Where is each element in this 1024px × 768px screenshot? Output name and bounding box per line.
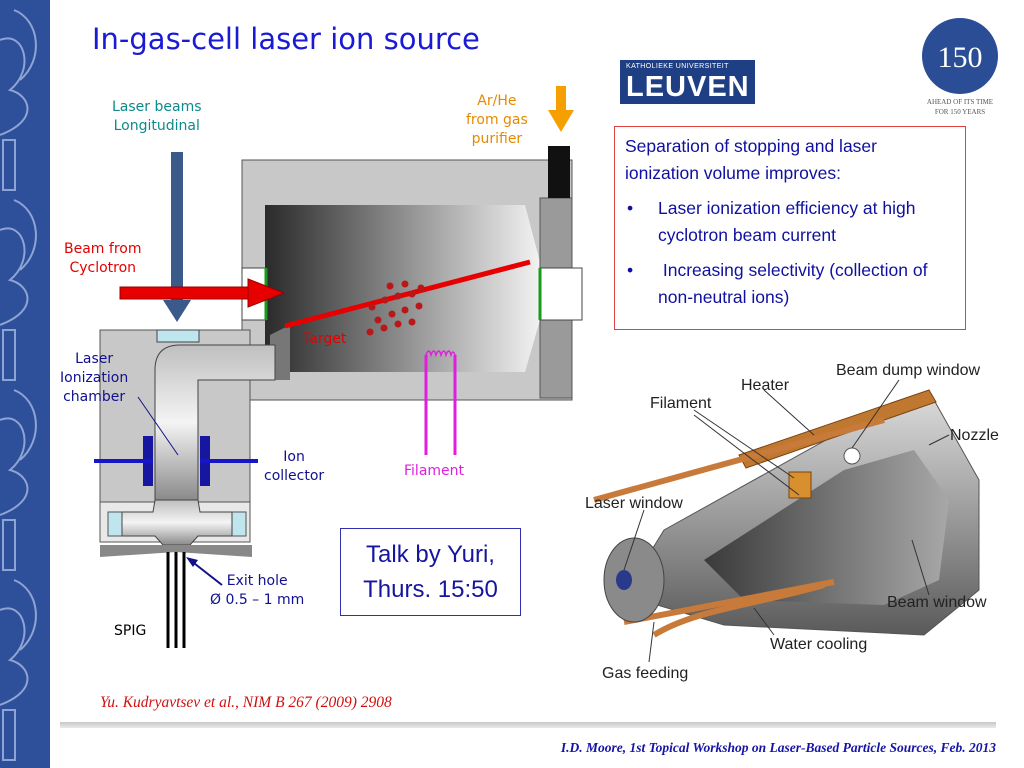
bullet-text: Laser ionization efficiency at high cycl…: [658, 198, 916, 245]
tagline-line-1: AHEAD OF ITS TIME: [926, 98, 994, 106]
photo-front-flange: [603, 537, 665, 623]
anniversary-150-logo: 150: [922, 18, 998, 94]
photo-filament-block: [788, 471, 812, 499]
gas-arrow-shaft: [556, 86, 566, 112]
laser-beams-line-2: Longitudinal: [113, 118, 200, 134]
decorative-sidebar: [0, 0, 50, 768]
beam-line-2: Cyclotron: [69, 260, 137, 276]
beam-dump-window-slot: [539, 267, 583, 321]
filament-coil: [425, 350, 456, 358]
anniversary-number: 150: [938, 41, 983, 74]
photo-label-beam-dump-window: Beam dump window: [836, 362, 981, 379]
beam-line-1: Beam from: [64, 241, 142, 257]
exit-hole-arrow: [189, 559, 223, 586]
slide-title: In-gas-cell laser ion source: [92, 22, 480, 56]
ku-leuven-logo: KATHOLIEKE UNIVERSITEIT LEUVEN: [620, 60, 755, 104]
laser-ionization-chamber-tube: [154, 344, 276, 501]
footer-text: I.D. Moore, 1st Topical Workshop on Lase…: [560, 740, 996, 755]
talk-announcement-box: Talk by Yuri, Thurs. 15:50: [340, 528, 521, 616]
gas-inlet-pipe: [548, 146, 570, 198]
photo-label-heater: Heater: [741, 377, 790, 394]
photo-label-nozzle: Nozzle: [950, 427, 999, 444]
photo-label-filament: Filament: [650, 395, 712, 412]
collector-line-2: collector: [264, 468, 325, 484]
beam-from-cyclotron-label: Beam from Cyclotron: [64, 240, 141, 278]
swirl-pattern-icon: [0, 9, 37, 761]
logo-org-small: KATHOLIEKE UNIVERSITEIT: [626, 63, 729, 70]
photo-label-water-cooling: Water cooling: [770, 636, 868, 653]
laser-beam-arrowhead: [163, 300, 191, 322]
separation-intro: Separation of stopping and laser ionizat…: [625, 136, 877, 183]
tagline-line-2: FOR 150 YEARS: [934, 108, 986, 116]
spig-label: SPIG: [114, 623, 147, 639]
separation-bullet-1: • Laser ionization efficiency at high cy…: [625, 195, 955, 249]
bullet-marker: •: [627, 198, 634, 218]
gas-line-3: purifier: [471, 131, 523, 147]
exit-hole-arrowhead: [186, 557, 198, 567]
collector-line-1: Ion: [283, 449, 305, 465]
photo-beam-dump-window: [843, 447, 861, 465]
ion-cloud: [366, 280, 425, 336]
exit-hole-line-1: Exit hole: [226, 573, 288, 589]
target-label: Target: [303, 331, 347, 347]
lower-window-left: [107, 511, 123, 537]
laser-beams-label: Laser beams Longitudinal: [112, 98, 202, 136]
photo-copper-rod-upper: [593, 417, 885, 503]
laser-beams-line-1: Laser beams: [112, 99, 202, 115]
gas-line-2: from gas: [466, 112, 528, 128]
talk-line-1: Talk by Yuri,: [366, 541, 495, 568]
gas-line-1: Ar/He: [477, 93, 517, 109]
photo-label-beam-window: Beam window: [887, 594, 987, 611]
exit-hole-line-2: Ø 0.5 – 1 mm: [210, 592, 305, 608]
lower-window-right: [231, 511, 247, 537]
cell-inner-cavity: [265, 205, 540, 372]
ion-source-photo: [593, 379, 980, 663]
exit-hole-label: Exit hole Ø 0.5 – 1 mm: [210, 572, 304, 610]
chamber-line-3: chamber: [63, 389, 126, 405]
photo-laser-window-glass: [616, 570, 632, 590]
logo-org-big: LEUVEN: [626, 71, 750, 103]
photo-water-cooling-pipe: [652, 582, 825, 638]
separation-info-box: Separation of stopping and laser ionizat…: [614, 126, 966, 330]
gas-purifier-label: Ar/He from gas purifier: [466, 92, 528, 149]
laser-beam-shaft: [171, 152, 183, 307]
photo-label-laser-window: Laser window: [585, 495, 683, 512]
separation-bullet-2: • Increasing selectivity (collection of …: [625, 257, 955, 311]
bullet-marker: •: [627, 260, 634, 280]
chamber-line-1: Laser: [75, 351, 114, 367]
ion-collector-label: Ion collector: [264, 448, 324, 486]
laser-ionization-chamber-label: Laser Ionization chamber: [60, 350, 128, 407]
citation: Yu. Kudryavtsev et al., NIM B 267 (2009)…: [100, 694, 392, 711]
bullet-text: Increasing selectivity (collection of no…: [658, 260, 933, 307]
anniversary-tagline: AHEAD OF ITS TIME FOR 150 YEARS: [912, 97, 1008, 117]
exit-plate: [100, 545, 252, 557]
chamber-line-2: Ionization: [60, 370, 129, 386]
target-rod: [284, 259, 531, 329]
footer-divider: [60, 722, 996, 728]
ion-source-cross-section-diagram: [94, 86, 583, 648]
laser-entry-window: [156, 329, 200, 343]
cyclotron-beam-shaft: [119, 286, 251, 300]
gas-arrowhead: [548, 110, 574, 132]
photo-label-gas-feeding: Gas feeding: [602, 665, 689, 682]
chamber-arrow: [137, 396, 179, 456]
talk-line-2: Thurs. 15:50: [363, 576, 498, 603]
cyclotron-beam-arrowhead: [247, 278, 286, 308]
photo-cell-cavity: [704, 450, 949, 605]
filament-label: Filament: [404, 463, 465, 479]
